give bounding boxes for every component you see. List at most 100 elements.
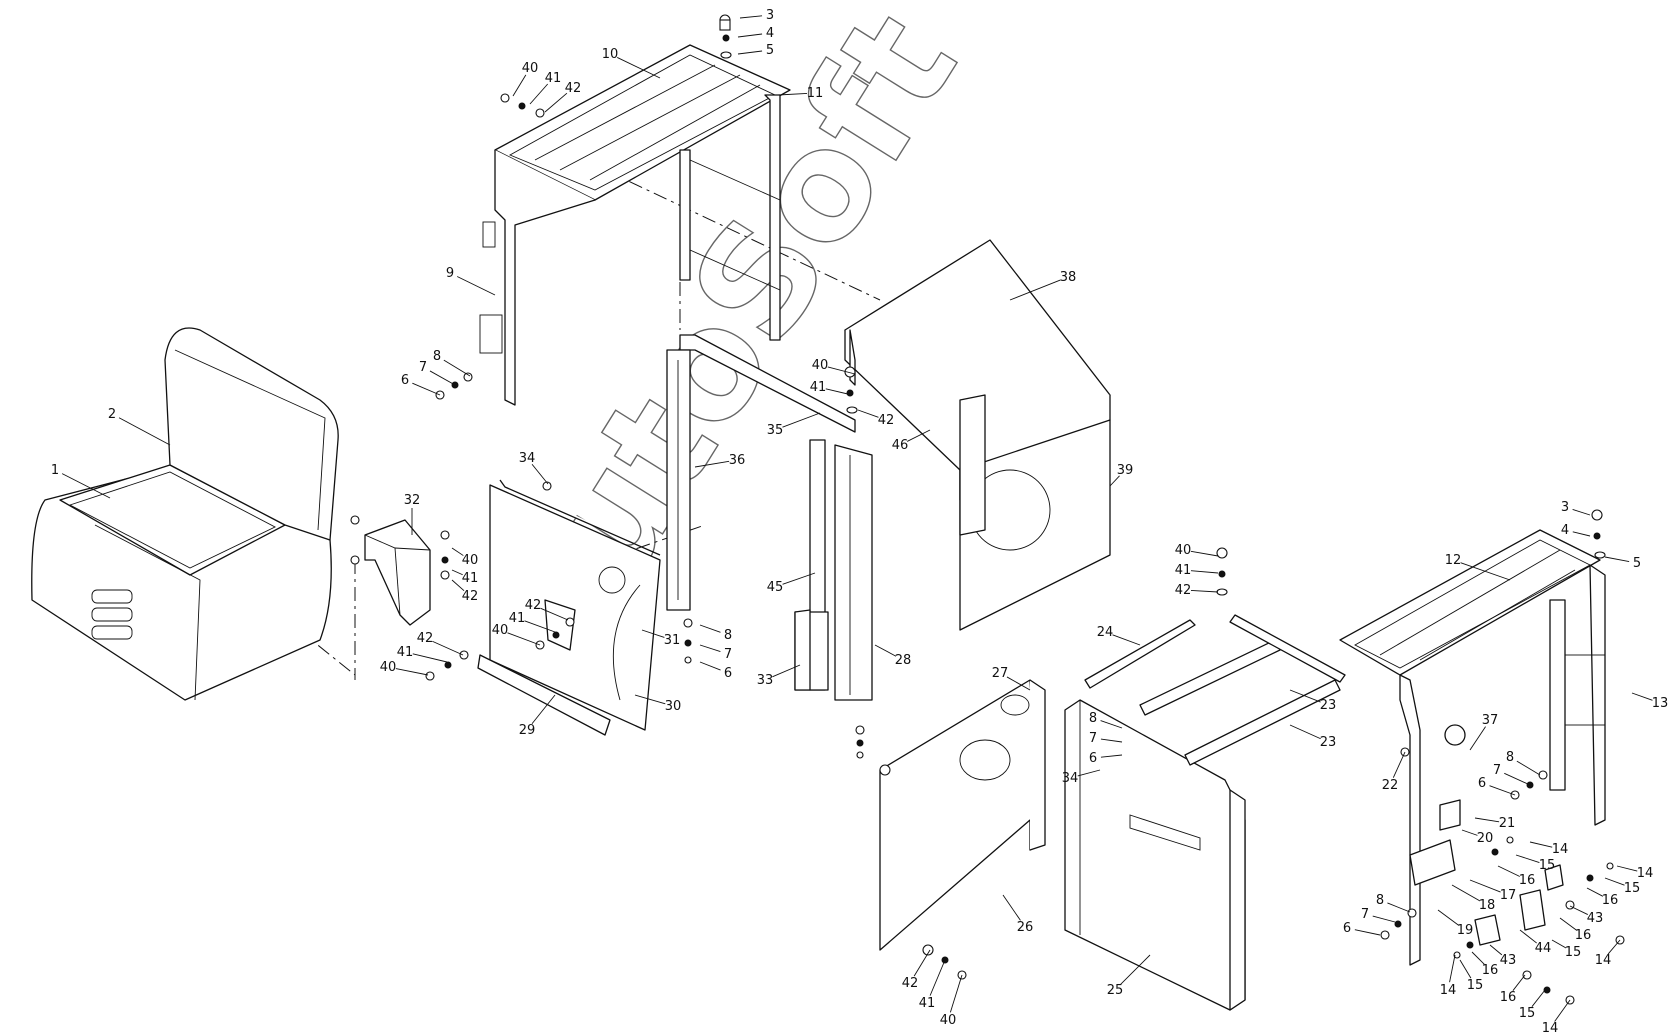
leader-line bbox=[1519, 929, 1537, 944]
part-number-label: 14 bbox=[1440, 983, 1457, 998]
part-number-label: 27 bbox=[992, 666, 1009, 681]
part-number-label: 7 bbox=[724, 647, 732, 662]
callout-40: 40 bbox=[380, 660, 429, 676]
part-number-label: 35 bbox=[767, 423, 784, 438]
leader-line bbox=[913, 949, 931, 977]
callout-4: 4 bbox=[737, 26, 774, 41]
callout-41: 41 bbox=[509, 611, 556, 633]
callout-28: 28 bbox=[874, 644, 911, 668]
callout-14: 14 bbox=[1529, 841, 1568, 857]
callout-22: 22 bbox=[1382, 751, 1406, 793]
callout-42: 42 bbox=[1175, 583, 1219, 598]
callout-33: 33 bbox=[757, 664, 801, 688]
leader-line bbox=[634, 694, 666, 705]
part-number-label: 41 bbox=[397, 645, 414, 660]
part-number-label: 14 bbox=[1595, 953, 1612, 968]
callout-43: 43 bbox=[1569, 905, 1603, 926]
leader-line bbox=[531, 463, 549, 485]
callout-5: 5 bbox=[737, 43, 774, 58]
callout-42: 42 bbox=[857, 409, 894, 428]
part-number-label: 40 bbox=[380, 660, 397, 675]
callout-19: 19 bbox=[1437, 909, 1473, 938]
part-number-label: 2 bbox=[108, 407, 116, 422]
callout-41: 41 bbox=[1175, 563, 1219, 578]
part-number-label: 42 bbox=[417, 631, 434, 646]
leader-line bbox=[1504, 772, 1531, 786]
leader-line bbox=[1551, 939, 1567, 949]
part-number-label: 32 bbox=[404, 493, 421, 508]
leader-line bbox=[1529, 841, 1553, 848]
callout-3: 3 bbox=[1561, 500, 1591, 516]
leader-line bbox=[1607, 939, 1621, 955]
callout-12: 12 bbox=[1445, 553, 1511, 581]
part-number-label: 34 bbox=[1062, 771, 1079, 786]
leader-line bbox=[782, 572, 816, 585]
leader-line bbox=[395, 668, 429, 676]
block-33 bbox=[794, 609, 811, 691]
part-number-label: 3 bbox=[766, 8, 774, 23]
leader-line bbox=[1372, 915, 1396, 923]
leader-line bbox=[540, 607, 569, 621]
callout-7: 7 bbox=[1493, 763, 1531, 786]
right-frame bbox=[1339, 529, 1606, 966]
callout-15: 15 bbox=[1551, 939, 1581, 960]
callout-11: 11 bbox=[777, 86, 823, 101]
leader-line bbox=[1461, 829, 1478, 836]
part-number-label: 40 bbox=[940, 1013, 957, 1028]
part-number-label: 40 bbox=[522, 61, 539, 76]
part-number-label: 7 bbox=[1089, 731, 1097, 746]
part-number-label: 15 bbox=[1624, 881, 1641, 896]
leader-line bbox=[1120, 954, 1151, 985]
leader-line bbox=[451, 579, 465, 592]
callout-42: 42 bbox=[544, 81, 581, 113]
callout-10: 10 bbox=[602, 47, 661, 79]
leader-line bbox=[772, 664, 801, 678]
leader-line bbox=[617, 57, 661, 79]
part-number-label: 10 bbox=[602, 47, 619, 62]
callout-40: 40 bbox=[492, 623, 541, 646]
leader-line bbox=[512, 74, 527, 97]
part-number-label: 41 bbox=[810, 380, 827, 395]
leader-line bbox=[1002, 894, 1021, 921]
callout-6: 6 bbox=[699, 661, 732, 681]
leader-line bbox=[1474, 817, 1500, 823]
callout-25: 25 bbox=[1107, 954, 1151, 998]
part-number-label: 42 bbox=[462, 589, 479, 604]
part-number-label: 41 bbox=[545, 71, 562, 86]
leader-line bbox=[1497, 865, 1520, 877]
callout-42: 42 bbox=[902, 949, 931, 991]
callout-8: 8 bbox=[433, 349, 471, 377]
leader-line bbox=[1077, 769, 1101, 777]
callout-45: 45 bbox=[767, 572, 816, 595]
callout-46: 46 bbox=[892, 429, 931, 453]
callout-13: 13 bbox=[1631, 692, 1668, 711]
callout-26: 26 bbox=[1002, 894, 1033, 935]
leader-line bbox=[118, 417, 171, 446]
part-number-label: 31 bbox=[664, 633, 681, 648]
leader-line bbox=[1112, 634, 1141, 646]
leader-line bbox=[949, 974, 963, 1013]
leader-line bbox=[1469, 879, 1501, 893]
leader-line bbox=[1289, 689, 1321, 703]
part-number-label: 20 bbox=[1477, 831, 1494, 846]
leader-line bbox=[524, 620, 556, 633]
callout-8: 8 bbox=[1089, 711, 1123, 729]
leader-line bbox=[929, 959, 946, 996]
leader-line bbox=[777, 92, 808, 96]
callout-41: 41 bbox=[451, 569, 478, 586]
part-number-label: 34 bbox=[519, 451, 536, 466]
callout-24: 24 bbox=[1097, 625, 1141, 646]
callout-7: 7 bbox=[699, 644, 732, 662]
callout-35: 35 bbox=[767, 412, 821, 438]
leader-line bbox=[874, 644, 897, 657]
leader-line bbox=[1489, 944, 1503, 956]
part-number-label: 1 bbox=[51, 463, 59, 478]
leader-line bbox=[1469, 726, 1486, 751]
callout-42: 42 bbox=[451, 579, 479, 604]
part-number-label: 23 bbox=[1320, 698, 1337, 713]
leader-line bbox=[906, 429, 931, 442]
callout-15: 15 bbox=[1604, 877, 1641, 896]
callout-7: 7 bbox=[419, 360, 456, 386]
callout-32: 32 bbox=[404, 493, 421, 535]
part-number-label: 16 bbox=[1519, 873, 1536, 888]
